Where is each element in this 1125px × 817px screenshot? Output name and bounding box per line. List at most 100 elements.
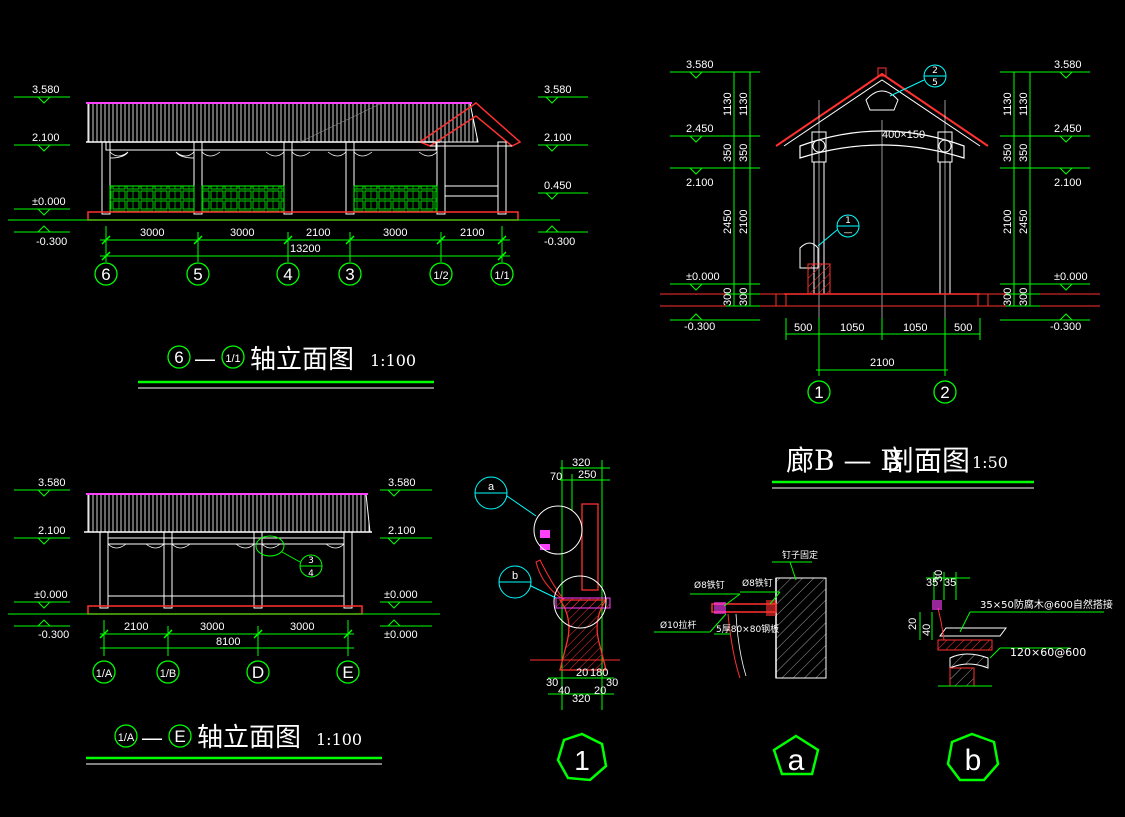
svg-text:廊: 廊 bbox=[786, 444, 814, 477]
svg-text:—: — bbox=[194, 347, 216, 372]
level-label: 2.450 bbox=[1054, 123, 1082, 135]
callout-letter: a bbox=[488, 481, 495, 493]
level-label: 3.580 bbox=[544, 84, 572, 96]
detail-dimension: 20 bbox=[594, 685, 606, 697]
grid-axis-label: 1/B bbox=[160, 668, 177, 680]
grid-axis-label: 3 bbox=[345, 265, 354, 284]
bay-dimension: 1050 bbox=[840, 322, 864, 334]
level-label: -0.300 bbox=[38, 629, 69, 641]
callout-number: 2 bbox=[932, 66, 938, 76]
grid-axis-label: D bbox=[252, 663, 264, 682]
total-dimension: 13200 bbox=[290, 243, 321, 255]
grid-axis-label: 5 bbox=[193, 265, 202, 284]
callout-letter: b bbox=[512, 570, 518, 582]
height-dimension: 350 bbox=[722, 144, 734, 162]
svg-text:轴立面图: 轴立面图 bbox=[197, 723, 301, 753]
level-label: ±0.000 bbox=[34, 589, 68, 601]
grid-axis-label: 1/2 bbox=[433, 270, 448, 282]
svg-text:1:100: 1:100 bbox=[370, 351, 416, 370]
level-label: 0.450 bbox=[544, 180, 572, 192]
svg-text:B — B: B — B bbox=[814, 444, 901, 477]
detail-dimension: 30 bbox=[546, 677, 558, 689]
annotation-note: Ø10拉杆 bbox=[660, 619, 697, 631]
level-label: 3.580 bbox=[686, 59, 714, 71]
callout-sheet: 5 bbox=[932, 78, 938, 88]
level-label: 3.580 bbox=[32, 84, 60, 96]
detail-dimension: 35 bbox=[926, 577, 938, 589]
bay-dimension: 3000 bbox=[140, 227, 164, 239]
grid-axis-label: 1 bbox=[814, 383, 823, 402]
annotation-note: Ø8铁钉 bbox=[694, 579, 725, 591]
level-label: -0.300 bbox=[36, 236, 67, 248]
detail-dimension: 35 bbox=[944, 577, 956, 589]
height-dimension: 1130 bbox=[722, 92, 734, 116]
beam-size-label: 400×150 bbox=[882, 129, 925, 141]
detail-b: 30 35 35 20 40 35×50防腐木@600自然搭接 120×60@6… bbox=[907, 570, 1113, 782]
detail-dimension: 40 bbox=[921, 624, 933, 636]
height-dimension: 1130 bbox=[1002, 92, 1014, 116]
bay-dimension: 3000 bbox=[290, 621, 314, 633]
height-dimension: 350 bbox=[1002, 144, 1014, 162]
annotation-note: 120×60@600 bbox=[1010, 646, 1086, 659]
grid-axis-label: 4 bbox=[283, 265, 292, 284]
level-label: -0.300 bbox=[1050, 321, 1081, 333]
level-label: ±0.000 bbox=[686, 271, 720, 283]
bay-dimension: 1050 bbox=[903, 322, 927, 334]
grid-axis-label: 1/A bbox=[96, 668, 113, 680]
level-label: 3.580 bbox=[388, 477, 416, 489]
total-dimension: 2100 bbox=[870, 357, 894, 369]
height-dimension: 1130 bbox=[1018, 92, 1030, 116]
total-dimension: 8100 bbox=[216, 636, 240, 648]
detail-dimension: 320 bbox=[572, 457, 590, 469]
level-label: 2.100 bbox=[388, 525, 416, 537]
bay-dimension: 2100 bbox=[460, 227, 484, 239]
section-b-b: 400×150 2 5 1 — bbox=[660, 59, 1100, 489]
height-dimension: 2100 bbox=[1002, 210, 1014, 234]
detail-dimension: 40 bbox=[558, 685, 570, 697]
bay-dimension: 500 bbox=[794, 322, 812, 334]
elevation-6-to-1-1: 3.580 2.100 ±0.000 -0.300 3.580 2.100 0.… bbox=[8, 84, 588, 389]
bay-dimension: 500 bbox=[954, 322, 972, 334]
detail-dimension: 20 bbox=[907, 618, 919, 630]
bay-dimension: 3000 bbox=[383, 227, 407, 239]
grid-axis-label: 1/1 bbox=[494, 270, 509, 282]
level-label: ±0.000 bbox=[384, 629, 418, 641]
callout-sheet: — bbox=[844, 228, 853, 238]
svg-text:1:50: 1:50 bbox=[972, 453, 1008, 472]
height-dimension: 2450 bbox=[722, 210, 734, 234]
svg-text:E: E bbox=[174, 727, 185, 746]
drawing-title: 廊 B — B 剖面图 1:50 bbox=[772, 444, 1034, 489]
grid-axis-label: 2 bbox=[940, 383, 949, 402]
height-dimension: 350 bbox=[738, 144, 750, 162]
svg-text:轴立面图: 轴立面图 bbox=[250, 345, 354, 375]
drawing-title: 6 — 1/1 轴立面图 1:100 bbox=[138, 345, 434, 389]
detail-dimension: 320 bbox=[572, 693, 590, 705]
level-label: 2.100 bbox=[686, 177, 714, 189]
detail-1: 320 70 250 a b 20 180 30 40 320 20 30 1 bbox=[474, 457, 620, 782]
height-dimension: 2100 bbox=[738, 210, 750, 234]
detail-dimension: 70 bbox=[550, 471, 562, 483]
bay-dimension: 3000 bbox=[200, 621, 224, 633]
annotation-note: 35×50防腐木@600自然搭接 bbox=[980, 598, 1113, 611]
detail-dimension: 30 bbox=[933, 570, 945, 582]
detail-dimension: 250 bbox=[578, 469, 596, 481]
callout-number: 1 bbox=[845, 216, 851, 226]
level-label: 3.580 bbox=[1054, 59, 1082, 71]
level-label: -0.300 bbox=[544, 236, 575, 248]
detail-label: 1 bbox=[574, 745, 590, 776]
elevation-1a-to-e: 3 4 3.580 2.100 ±0.000 -0.300 3.580 2.10… bbox=[8, 477, 440, 765]
level-label: 2.100 bbox=[1054, 177, 1082, 189]
height-dimension: 300 bbox=[722, 288, 734, 306]
height-dimension: 1130 bbox=[738, 92, 750, 116]
annotation-note: Ø8铁钉 bbox=[742, 577, 773, 589]
height-dimension: 300 bbox=[738, 288, 750, 306]
level-label: ±0.000 bbox=[384, 589, 418, 601]
grid-axis-label: 6 bbox=[101, 265, 110, 284]
detail-label: a bbox=[788, 744, 805, 777]
detail-dimension: 180 bbox=[590, 667, 608, 679]
annotation-note: 5厚80×80钢板 bbox=[716, 623, 779, 635]
callout-sheet: 4 bbox=[308, 569, 314, 579]
level-label: 2.450 bbox=[686, 123, 714, 135]
detail-dimension: 30 bbox=[606, 677, 618, 689]
